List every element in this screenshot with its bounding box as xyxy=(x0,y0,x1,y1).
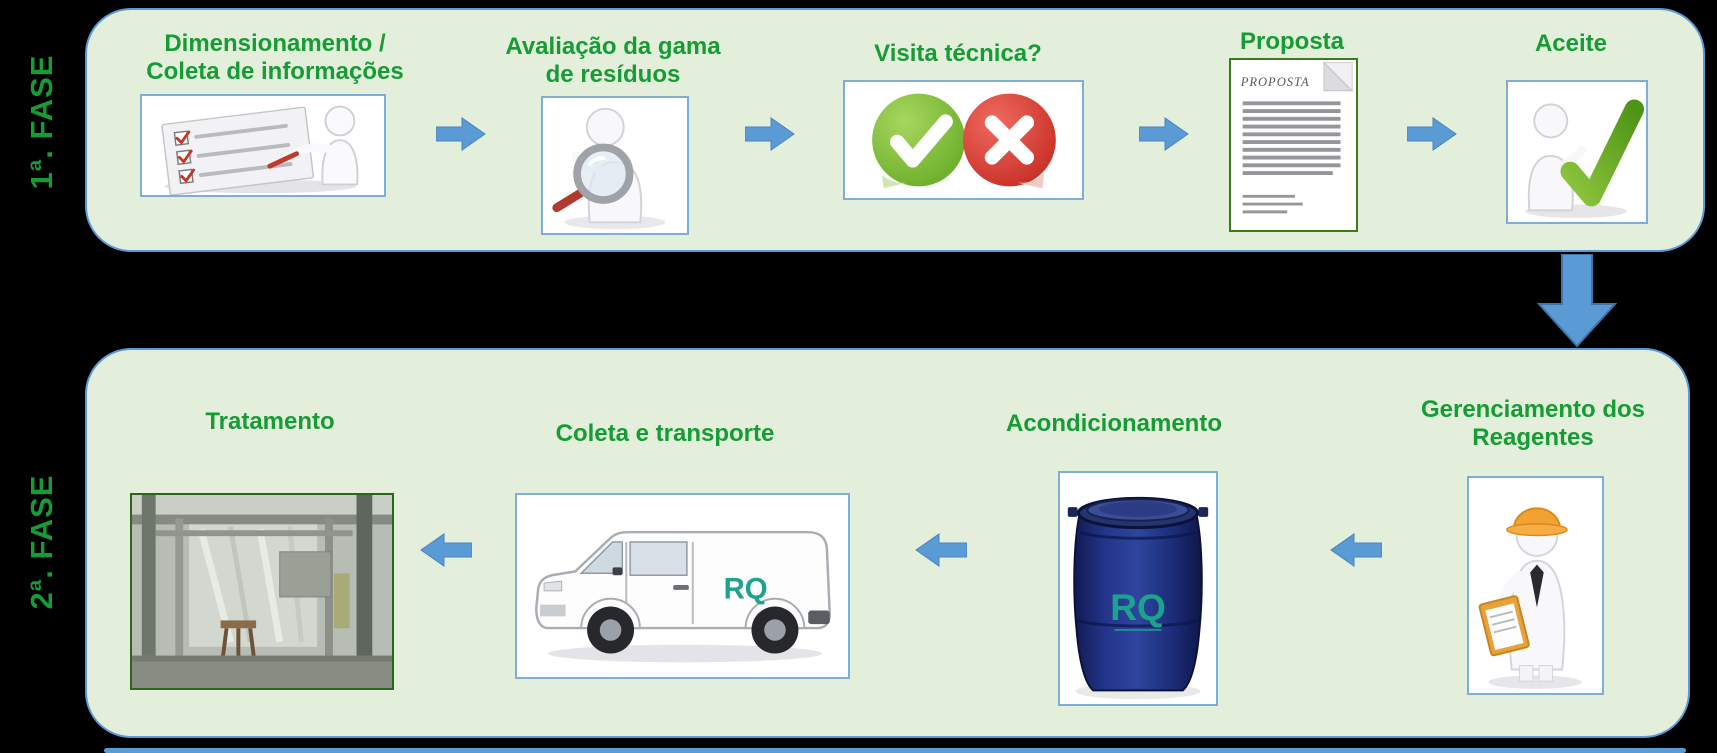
arrow-down-phase-transition xyxy=(1537,254,1617,348)
drum-logo-text: RQ xyxy=(1110,586,1166,628)
drum-image: RQ xyxy=(1058,471,1218,706)
phase1-label: 1ª. FASE xyxy=(24,54,59,190)
step-title-proposta: Proposta xyxy=(1239,28,1344,55)
checklist-figure-image xyxy=(140,94,386,197)
headlight xyxy=(543,580,563,592)
step-title-visita-tecnica: Visita técnica? xyxy=(874,40,1042,67)
big-green-check-icon xyxy=(1560,99,1645,207)
magnifier-illustration xyxy=(552,107,666,230)
stool xyxy=(220,627,257,660)
red-check-icons xyxy=(175,130,195,183)
arrow-left-1 xyxy=(417,532,472,568)
arrow-left-2 xyxy=(912,532,967,568)
side-mirror xyxy=(612,567,623,576)
arrow-right-3 xyxy=(1139,116,1189,152)
treatment-plant-illustration xyxy=(132,495,392,688)
windshield xyxy=(579,541,624,575)
phase2-label: 2ª. FASE xyxy=(24,474,59,610)
step-title-avaliacao: Avaliação da gama de resíduos xyxy=(505,33,721,89)
step-title-gerenciamento: Gerenciamento dos Reagentes xyxy=(1420,396,1646,452)
step-title-tratamento: Tratamento xyxy=(205,408,335,435)
proposal-document-illustration: PROPOSTA xyxy=(1240,61,1354,214)
tie xyxy=(1530,564,1544,608)
arrow-right-4 xyxy=(1407,116,1457,152)
step-title-coleta-transporte: Coleta e transporte xyxy=(555,420,775,447)
step-title-dimensionamento: Dimensionamento / Coleta de informações xyxy=(146,30,404,86)
accept-figure-image xyxy=(1506,80,1648,224)
step-title-aceite: Aceite xyxy=(1534,30,1608,57)
yes-badge xyxy=(872,93,965,187)
document-title: PROPOSTA xyxy=(1240,75,1310,89)
arrow-right-2 xyxy=(745,116,795,152)
pencil-icon xyxy=(267,151,300,169)
proposal-document-image: PROPOSTA xyxy=(1229,58,1358,232)
magnifier-figure-image xyxy=(541,96,689,235)
bottom-border-line xyxy=(104,748,1686,753)
worker-image xyxy=(1467,476,1604,695)
treatment-photo xyxy=(130,493,394,690)
accept-illustration xyxy=(1525,99,1645,219)
yes-no-image xyxy=(843,80,1084,200)
clipboard-icon xyxy=(1478,595,1530,657)
step-title-acondicionamento: Acondicionamento xyxy=(1005,410,1222,437)
van-image: RQ xyxy=(515,493,850,679)
x-icon xyxy=(984,115,1035,165)
magnifier-icon xyxy=(573,143,634,204)
van-logo-text: RQ xyxy=(724,573,768,606)
checklist-illustration xyxy=(161,105,359,195)
arrow-left-3 xyxy=(1327,532,1382,568)
yes-no-illustration xyxy=(872,93,1056,189)
arrow-right-1 xyxy=(436,116,486,152)
blue-drum-illustration: RQ xyxy=(1067,496,1209,700)
worker-with-clipboard-illustration xyxy=(1478,507,1582,689)
delivery-van-illustration: RQ xyxy=(534,530,831,663)
check-icon xyxy=(890,114,953,168)
